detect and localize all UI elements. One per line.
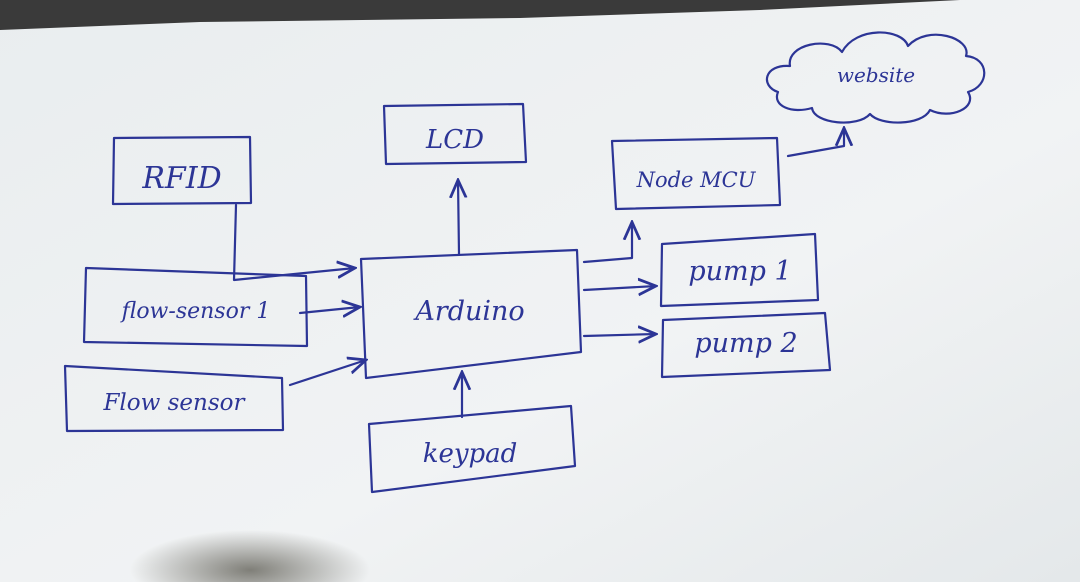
edge-nodemcu-website bbox=[786, 128, 844, 158]
edge-arduino-lcd bbox=[458, 180, 459, 256]
edge-arduino-pump1 bbox=[582, 286, 656, 290]
pump2-box bbox=[660, 311, 832, 379]
flow-sensor-1-label: flow-sensor 1 bbox=[120, 299, 271, 324]
hand-shadow bbox=[130, 530, 370, 582]
arduino-box bbox=[359, 248, 583, 380]
keypad-box bbox=[367, 404, 577, 494]
edge-arduino-nodemcu bbox=[582, 222, 632, 264]
edge-rfid-arduino bbox=[232, 203, 355, 282]
arduino-label: Arduino bbox=[412, 296, 524, 327]
pump2-label: pump 2 bbox=[694, 328, 797, 359]
rfid-label: RFID bbox=[141, 161, 221, 196]
pump1-label: pump 1 bbox=[688, 256, 791, 287]
flow-sensor-box bbox=[63, 364, 285, 433]
website-cloud bbox=[765, 31, 986, 124]
edge-flow-sensor-1-arduino bbox=[298, 307, 360, 313]
lcd-box bbox=[382, 102, 528, 166]
lcd-label: LCD bbox=[425, 125, 484, 155]
keypad-label: keypad bbox=[423, 439, 518, 469]
flow-sensor-label: Flow sensor bbox=[102, 390, 246, 416]
edge-arduino-pump2 bbox=[582, 334, 656, 336]
pump1-box bbox=[659, 232, 820, 308]
nodemcu-box bbox=[610, 136, 782, 211]
website-label: website bbox=[837, 63, 915, 87]
nodemcu-label: Node MCU bbox=[636, 168, 757, 192]
rfid-box bbox=[111, 135, 253, 206]
edge-flow-sensor-arduino bbox=[288, 360, 366, 387]
flow-sensor-1-box bbox=[82, 266, 309, 348]
